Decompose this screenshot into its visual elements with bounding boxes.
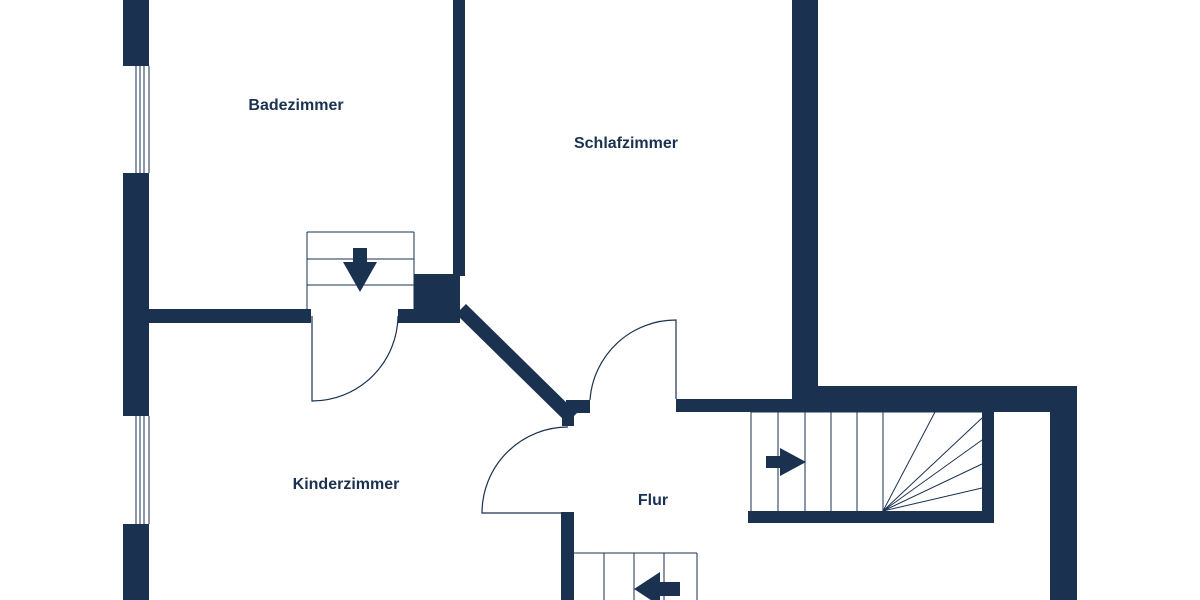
wall-pillar bbox=[414, 274, 460, 323]
windows bbox=[135, 66, 150, 524]
room-label-kids-room: Kinderzimmer bbox=[293, 476, 400, 493]
window-kids-room bbox=[135, 416, 150, 524]
exterior-wall-left-bottom bbox=[123, 524, 149, 600]
wall-right-outer bbox=[1050, 386, 1077, 600]
stair-arrow-left-icon bbox=[634, 572, 680, 600]
wall-hall-left-bottom bbox=[561, 512, 574, 600]
wall-bath-bottom-left bbox=[149, 309, 311, 323]
doors bbox=[311, 315, 677, 514]
exterior-wall-left-mid bbox=[123, 173, 149, 416]
walls bbox=[123, 0, 1077, 600]
exterior-wall-left-top bbox=[123, 0, 149, 66]
wall-stair-bottom bbox=[748, 511, 994, 523]
door-bathroom bbox=[311, 315, 399, 402]
room-label-bedroom: Schlafzimmer bbox=[574, 135, 678, 152]
wall-diagonal bbox=[456, 304, 577, 423]
wall-stair-right bbox=[982, 412, 994, 523]
door-kids-room bbox=[481, 426, 569, 514]
stair-arrow-down-icon bbox=[343, 248, 377, 292]
door-bedroom bbox=[589, 319, 677, 401]
window-bathroom bbox=[135, 66, 150, 173]
room-label-hallway: Flur bbox=[638, 492, 668, 509]
wall-hall-top bbox=[676, 399, 818, 412]
stair-hallway-bottom bbox=[574, 552, 698, 600]
wall-bath-bed bbox=[453, 0, 465, 276]
room-label-bathroom: Badezimmer bbox=[248, 97, 343, 114]
wall-right-top bbox=[792, 386, 1077, 412]
stair-arrow-right-icon bbox=[766, 448, 806, 476]
wall-bedroom-right bbox=[792, 0, 818, 412]
wall-stub-left bbox=[562, 406, 574, 426]
